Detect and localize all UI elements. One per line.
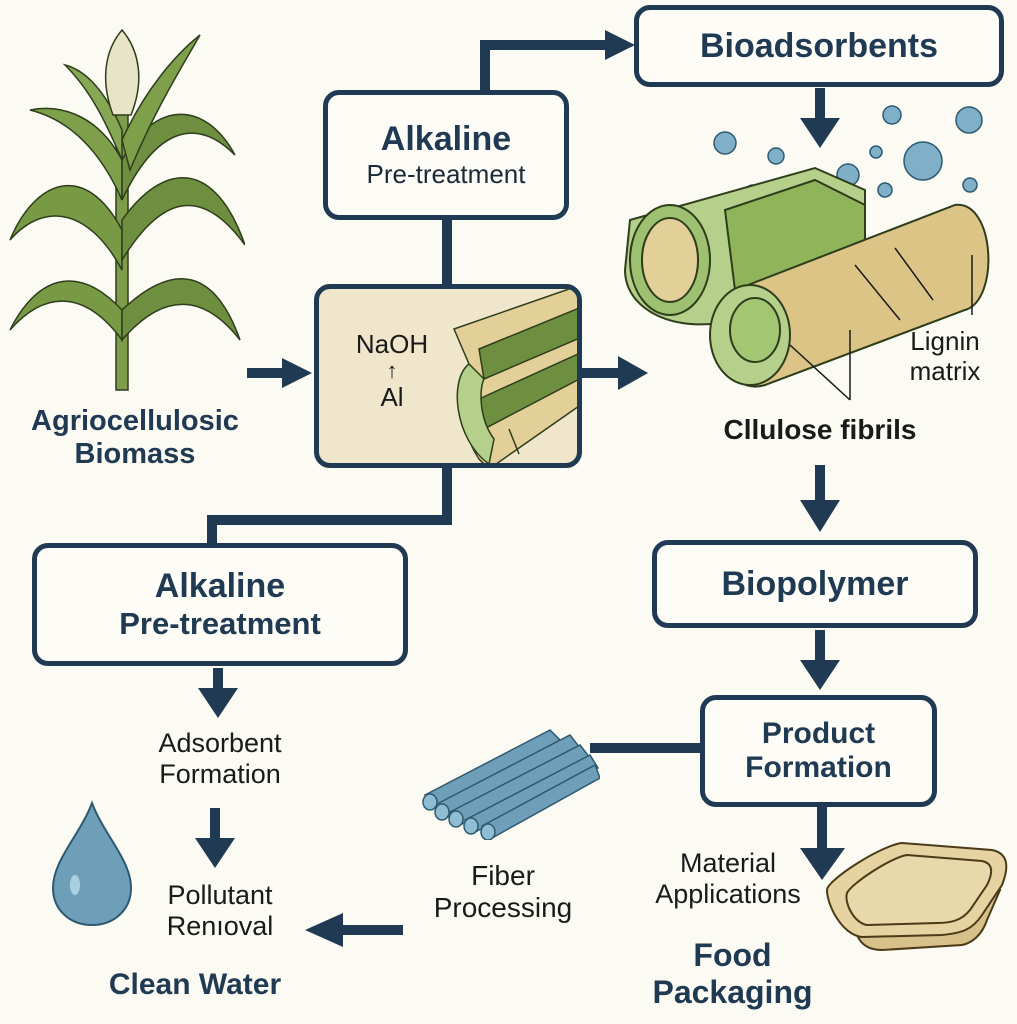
bubble: [877, 182, 893, 198]
arrowhead-pollutant: [195, 838, 235, 868]
material-applications-label: Material Applications: [628, 848, 828, 910]
product-formation-subtitle: Formation: [745, 751, 892, 784]
arrowhead-bioadsorbents-down: [800, 118, 840, 148]
reaction-box[interactable]: NaOH ↑ Al: [314, 284, 582, 468]
food-packaging-label: Food Packaging: [625, 937, 840, 1011]
top-pretreatment-subtitle: Pre-treatment: [366, 159, 526, 189]
arrowhead-reaction: [282, 358, 312, 388]
cellulose-label: Cllulose fibrils: [723, 414, 917, 445]
reagent-up-arrow-icon: ↑: [386, 358, 398, 383]
bubble: [955, 106, 983, 134]
arrowhead-bioadsorbents: [605, 30, 635, 60]
arrowhead-product: [800, 660, 840, 690]
clean-water-label: Clean Water: [108, 968, 282, 1001]
corn-plant-icon: [9, 28, 245, 391]
food-packaging-line2: Packaging: [652, 973, 813, 1010]
bubble: [882, 105, 902, 125]
material-applications-line2: Applications: [655, 879, 801, 910]
adsorbent-formation-label: Adsorbent Formation: [110, 728, 330, 790]
bubble: [962, 177, 978, 193]
food-tray-icon: [825, 841, 1008, 952]
adsorbent-formation-line1: Adsorbent: [158, 728, 282, 758]
bubble: [903, 141, 943, 181]
pollutant-removal-line1: Pollutant: [167, 880, 273, 910]
top-pretreatment-box[interactable]: Alkaline Pre-treatment: [323, 90, 569, 220]
arrowhead-adsorbent: [198, 688, 238, 718]
bubble: [767, 147, 785, 165]
connector-reaction-to-lower-pretreatment: [207, 468, 452, 545]
biomass-label: Agriocellulosic Biomass: [0, 405, 270, 472]
reagent-al: Al: [380, 382, 404, 412]
bubble: [713, 131, 737, 155]
lignin-label-line2: matrix: [909, 355, 981, 386]
lower-pretreatment-title: Alkaline: [154, 567, 286, 605]
fiber-processing-line1: Fiber: [471, 860, 535, 891]
lignin-label: Lignin matrix: [885, 326, 1005, 387]
lower-pretreatment-subtitle: Pre-treatment: [119, 606, 321, 641]
lower-pretreatment-box[interactable]: Alkaline Pre-treatment: [32, 543, 408, 666]
biomass-label-line1: Agriocellulosic: [31, 405, 239, 437]
product-formation-title: Product: [761, 717, 876, 750]
arrowhead-pollutant-from-fiber: [305, 913, 343, 947]
fiber-bundle-icon: [422, 729, 600, 840]
reagent-group: NaOH ↑ Al: [337, 329, 447, 413]
cellulose-fiber-illustration: [623, 105, 990, 401]
fiber-processing-label: Fiber Processing: [408, 860, 598, 924]
food-packaging-line1: Food: [693, 937, 772, 973]
lignin-label-line1: Lignin: [910, 326, 980, 356]
bioadsorbents-title: Bioadsorbents: [699, 26, 939, 65]
biopolymer-title: Biopolymer: [721, 564, 909, 603]
arrowhead-biopolymer: [800, 500, 840, 532]
arrow-to-bioadsorbents: [480, 40, 608, 92]
bubble: [869, 145, 883, 159]
material-applications-line1: Material: [679, 848, 777, 878]
adsorbent-formation-line2: Formation: [159, 759, 281, 790]
top-pretreatment-title: Alkaline: [380, 120, 512, 158]
reagent-naoh: NaOH: [355, 329, 429, 359]
biopolymer-box[interactable]: Biopolymer: [652, 540, 978, 628]
bioadsorbents-box[interactable]: Bioadsorbents: [634, 5, 1004, 87]
product-formation-box[interactable]: Product Formation: [700, 695, 937, 807]
pollutant-removal-line2: Renıoval: [166, 911, 274, 942]
pollutant-removal-label: Pollutant Renıoval: [110, 880, 330, 942]
biomass-label-line2: Biomass: [74, 438, 196, 471]
arrowhead-food: [800, 848, 845, 880]
water-drop-icon: [51, 800, 133, 927]
fiber-processing-line2: Processing: [433, 892, 573, 924]
arrowhead-fibers: [618, 356, 648, 390]
fiber-cross-section-icon: [452, 289, 577, 463]
